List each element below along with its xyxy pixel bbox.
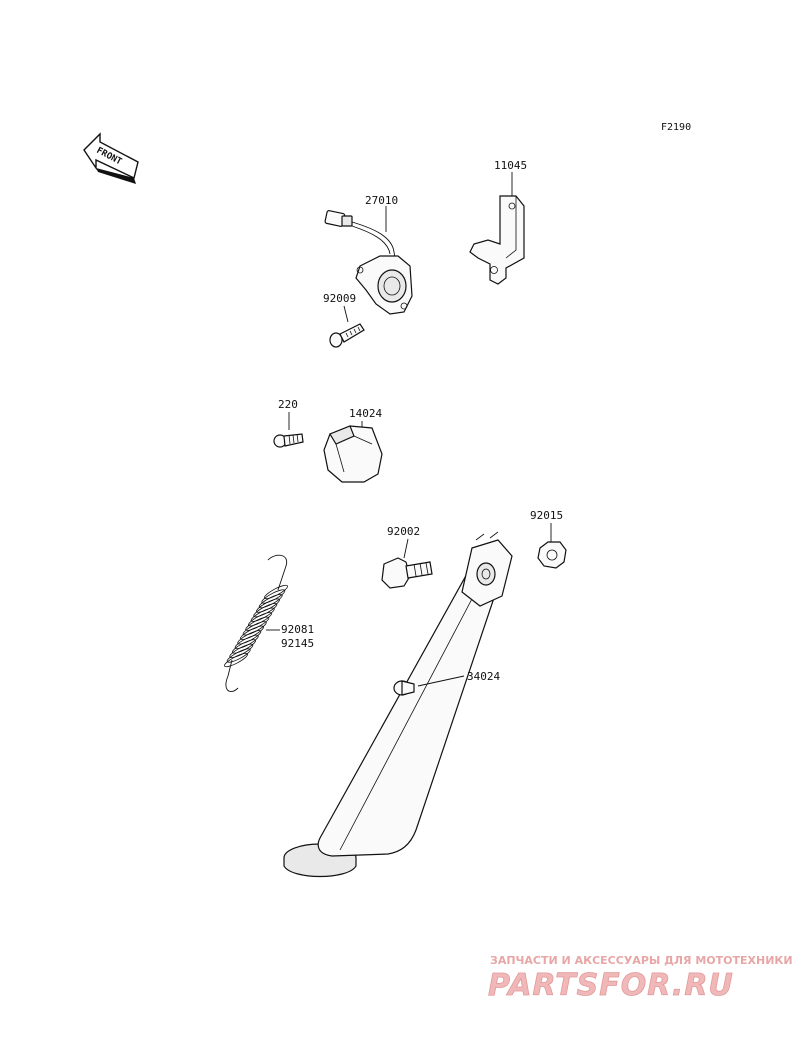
watermark-logo: PARTSFOR.RU	[488, 968, 734, 1003]
callout-14024: 14024	[349, 407, 382, 420]
bolt-92002-part: 92002	[381, 525, 433, 589]
cover-14024-part: 14024	[323, 407, 383, 483]
watermark-tagline: ЗАПЧАСТИ И АКСЕССУАРЫ ДЛЯ МОТОТЕХНИКИ	[490, 954, 793, 967]
callout-11045: 11045	[494, 159, 527, 172]
callout-92081: 92081	[281, 623, 314, 636]
callout-27010: 27010	[365, 194, 398, 207]
front-arrow-icon: FRONT	[83, 132, 139, 184]
spring-part: 92081 92145	[224, 554, 314, 692]
nut-92015-part: 92015	[530, 509, 567, 569]
callout-220: 220	[278, 398, 298, 411]
callout-92145: 92145	[281, 637, 314, 650]
watermark: ЗАПЧАСТИ И АКСЕССУАРЫ ДЛЯ МОТОТЕХНИКИ PA…	[488, 954, 793, 1003]
bracket-part: 11045	[469, 159, 527, 285]
screw-220-part: 220	[273, 398, 304, 448]
side-stand-switch-part: 27010	[324, 194, 413, 315]
screw-92009-part: 92009	[323, 292, 365, 348]
callout-92015: 92015	[530, 509, 563, 522]
callout-34024: 34024	[467, 670, 500, 683]
side-stand-part: 34024	[283, 531, 513, 878]
callout-92002: 92002	[387, 525, 420, 538]
callout-92009: 92009	[323, 292, 356, 305]
spring-coil	[224, 652, 248, 668]
figure-code: F2190	[661, 122, 691, 133]
